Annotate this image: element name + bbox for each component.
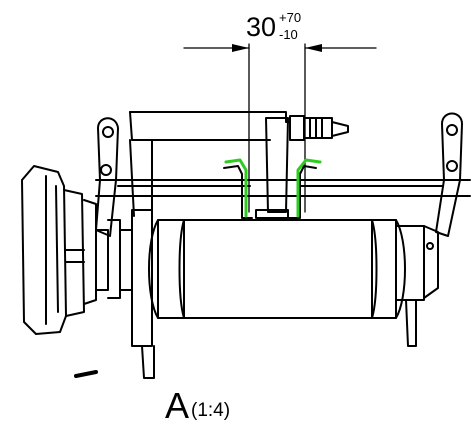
dimension-lower-tolerance: -10	[279, 27, 298, 42]
dimension-annotation	[183, 43, 377, 213]
connector-plug	[289, 115, 349, 141]
cylinder-body	[148, 219, 406, 319]
handwheel-left	[21, 165, 133, 378]
dimension-arrow-left	[232, 44, 249, 52]
dimension-nominal: 30	[246, 12, 277, 42]
support-plate-left	[131, 209, 155, 379]
clamp-lever-right	[435, 112, 463, 237]
dimension-upper-tolerance: +70	[279, 10, 302, 25]
clamp-lever-left	[95, 117, 119, 237]
clip-base	[255, 209, 289, 219]
dimension-arrow-right	[305, 44, 322, 52]
upper-frame	[129, 111, 291, 221]
spring-clip-highlight	[224, 158, 322, 218]
view-label-scale: (1:4)	[191, 400, 231, 421]
spring-clip	[223, 165, 317, 219]
view-label-letter: A	[165, 385, 190, 426]
support-plate-right	[395, 225, 439, 347]
horizontal-bars	[95, 179, 471, 197]
